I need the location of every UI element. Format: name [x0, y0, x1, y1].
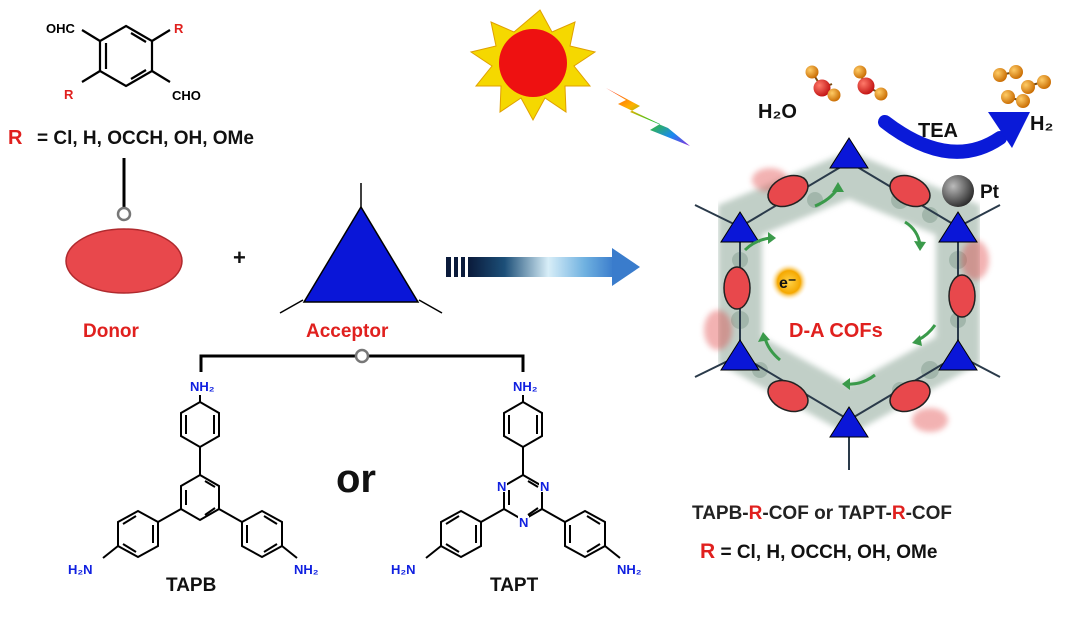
triazine-n-bg-2 — [539, 480, 550, 492]
or-label: or — [336, 457, 376, 501]
triazine-n-bg-3 — [518, 516, 529, 528]
tapb-nh2-right: NH₂ — [294, 562, 319, 577]
triazine-n-3: N — [519, 515, 528, 530]
sun-icon — [469, 9, 597, 122]
product-part-1: TAPB- — [692, 503, 749, 524]
tapt-structure — [425, 395, 621, 559]
pt-label: Pt — [980, 182, 1000, 203]
tapt-nh2-top: NH₂ — [513, 379, 538, 394]
aldehyde-structure — [81, 24, 171, 88]
electron-glow — [770, 263, 808, 301]
tapt-name: TAPT — [490, 575, 539, 596]
tapb-name: TAPB — [166, 575, 216, 596]
electron-label: e⁻ — [779, 275, 796, 292]
donor-label: Donor — [83, 321, 140, 342]
triazine-n-2: N — [540, 479, 549, 494]
product-names: TAPB-R-COF or TAPT-R-COF — [692, 503, 952, 525]
tapt-nh2-left: H₂N — [391, 562, 416, 577]
donor-oval — [65, 228, 183, 294]
process-arrow-icon — [446, 248, 640, 286]
substituent-list: = Cl, H, OCCH, OH, OMe — [37, 128, 254, 149]
hydrogen-molecules — [993, 65, 1051, 108]
tapb-nh2-left: H₂N — [68, 562, 93, 577]
triazine-n-bg-1 — [496, 480, 507, 492]
tapb-nh2-top: NH₂ — [190, 379, 215, 394]
product-r-2: R — [891, 503, 906, 524]
aldehyde-cho-left: OHC — [46, 21, 76, 36]
hydrogen-label: H₂ — [1030, 113, 1053, 135]
product-substituents: R = Cl, H, OCCH, OH, OMe — [700, 540, 937, 564]
aldehyde-cho-right: CHO — [172, 88, 201, 103]
triazine-n-1: N — [497, 479, 506, 494]
product-substituent-list: = Cl, H, OCCH, OH, OMe — [720, 542, 938, 563]
acceptor-label: Acceptor — [306, 321, 389, 342]
rainbow-lightning-icon — [606, 88, 690, 146]
pt-particle — [942, 175, 974, 207]
product-part-3: -COF — [905, 503, 953, 524]
acceptor-connector-node — [354, 348, 370, 364]
aldehyde-r-top: R — [174, 21, 184, 36]
product-r-1: R — [748, 503, 763, 524]
product-substituent-r: R — [700, 540, 716, 563]
donor-connector-node — [116, 206, 132, 222]
substituent-r-label: R — [8, 127, 23, 149]
plus-sign: + — [233, 245, 246, 270]
water-molecules — [805, 65, 888, 102]
tapt-nh2-right: NH₂ — [617, 562, 642, 577]
aldehyde-r-bottom: R — [64, 87, 74, 102]
tapb-structure — [102, 395, 298, 559]
curved-arrow-icon — [878, 112, 1030, 159]
product-part-2: -COF or TAPT- — [762, 503, 892, 524]
cof-framework-label: D-A COFs — [789, 320, 883, 342]
cof-framework — [694, 137, 1001, 470]
tea-label: TEA — [918, 120, 958, 142]
water-label: H₂O — [758, 101, 797, 123]
acceptor-triangle — [279, 183, 443, 314]
